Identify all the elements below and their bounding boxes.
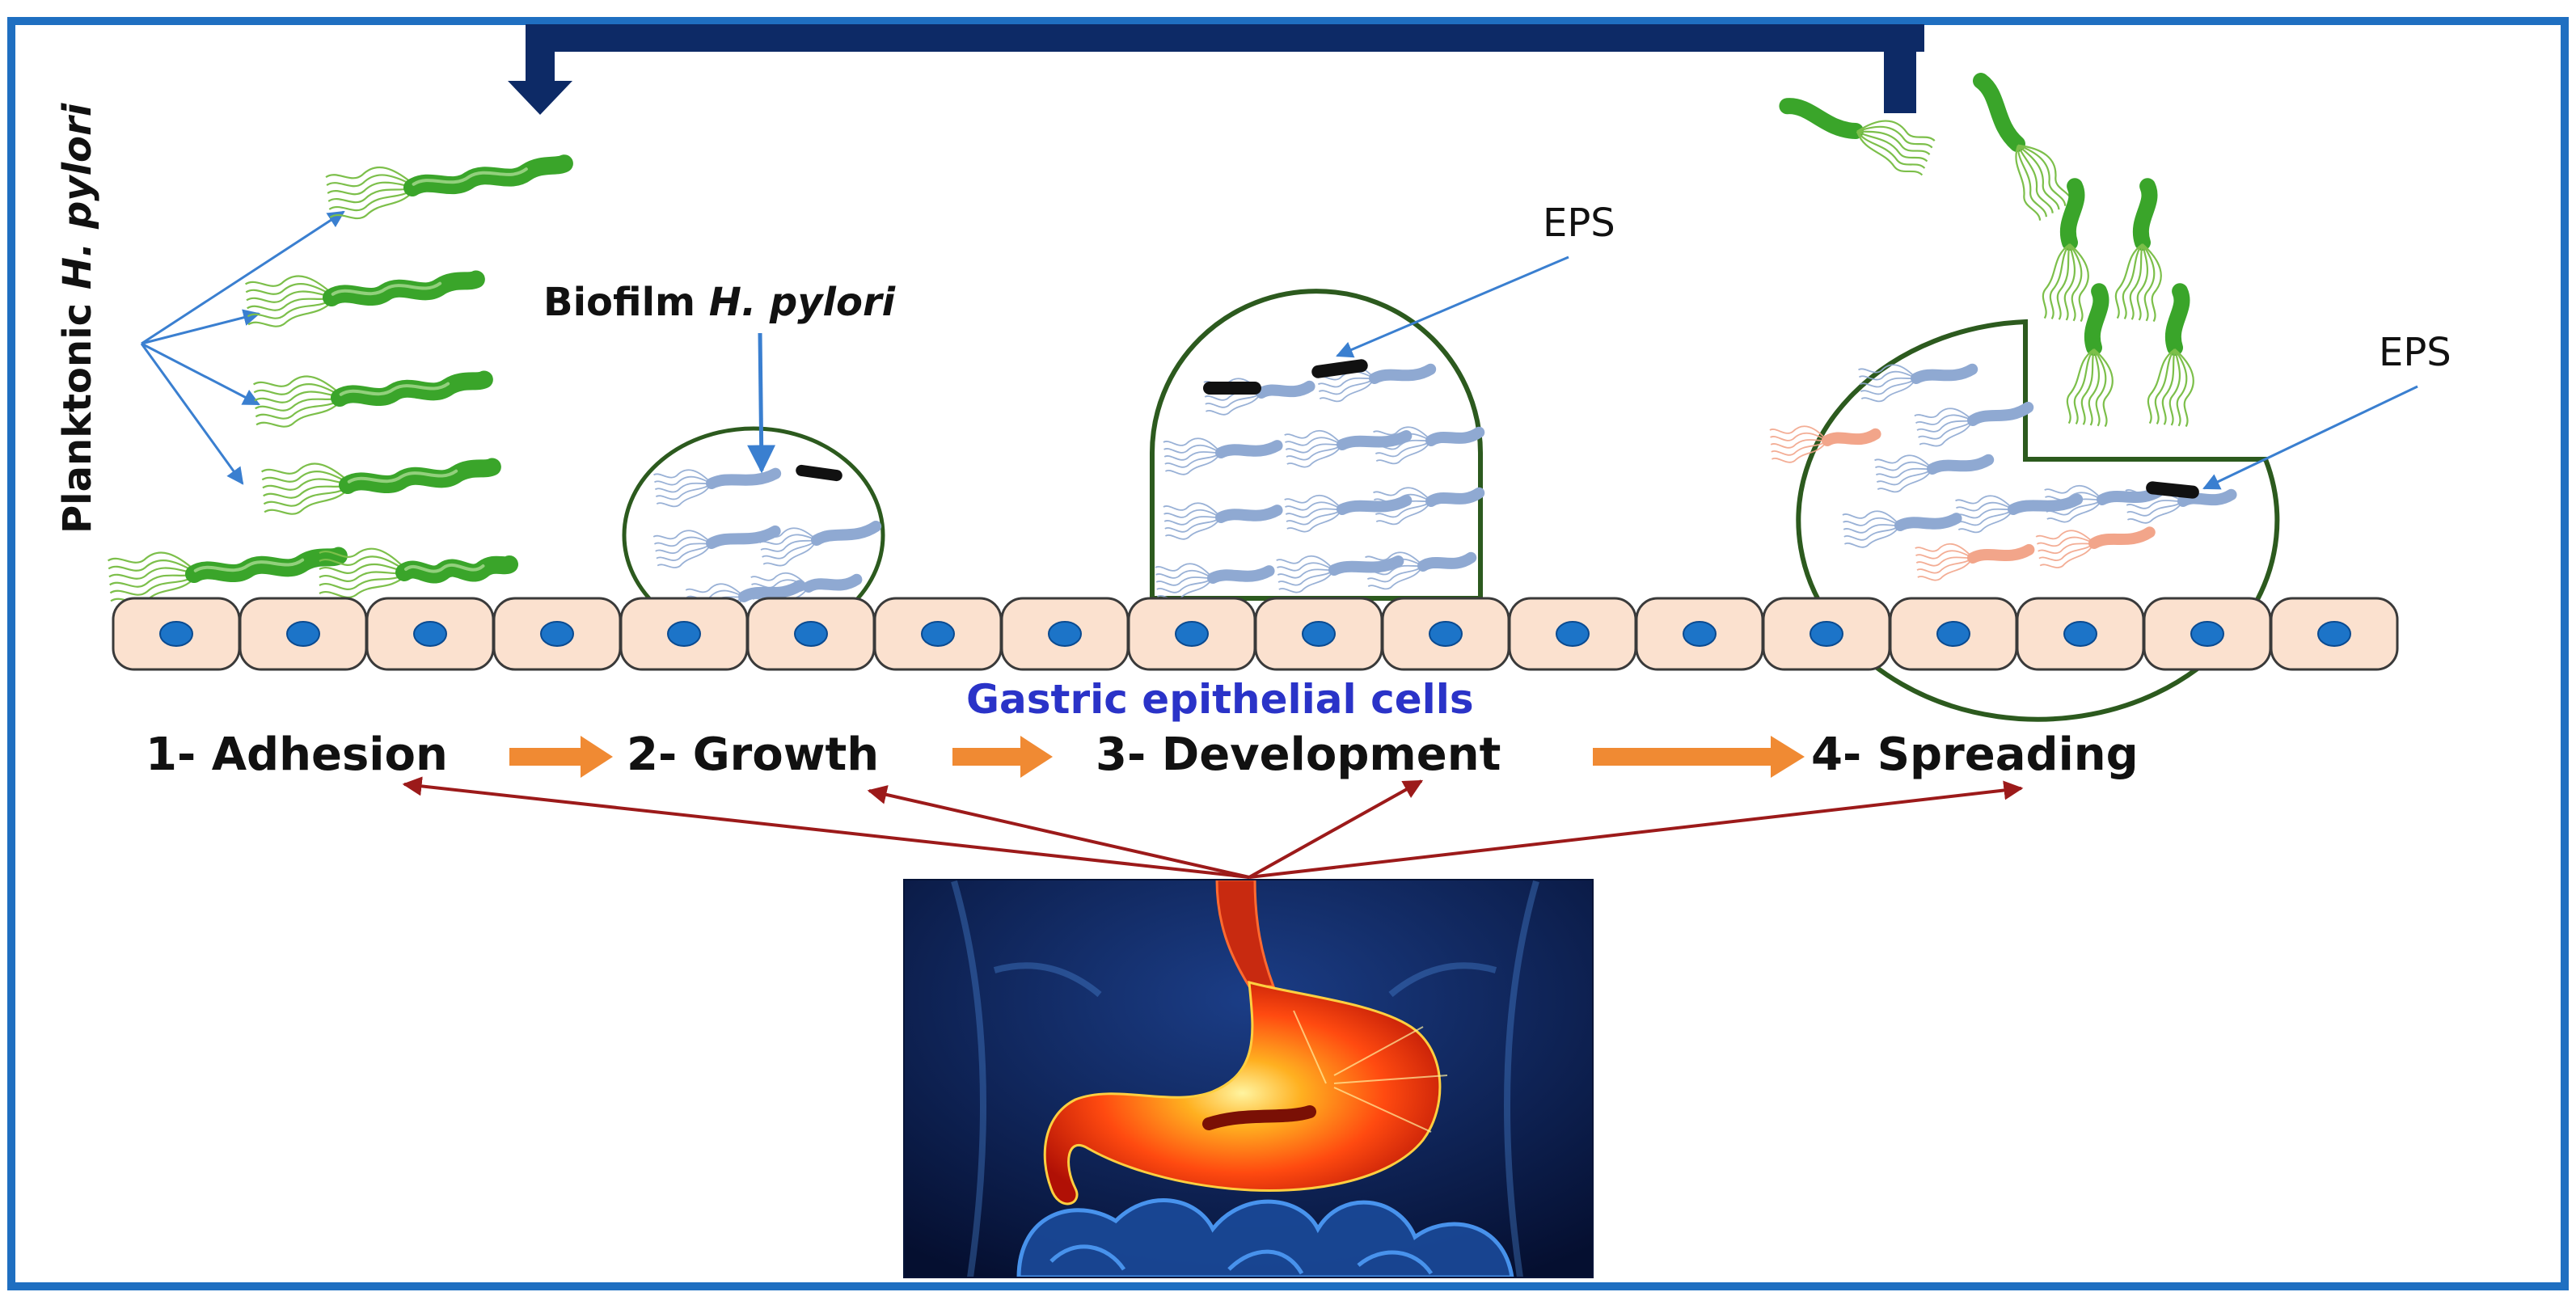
eps-label-development: EPS: [1543, 201, 1615, 246]
cell-nucleus-icon: [1936, 621, 1970, 647]
dispersing-bacterium: [2066, 283, 2114, 428]
stage-label-adhesion: 1- Adhesion: [146, 728, 448, 781]
dispersing-bacterium: [2114, 178, 2162, 323]
planktonic-bacterium: [319, 547, 518, 598]
planktonic-bacterium: [252, 370, 493, 428]
cell-nucleus-icon: [2063, 621, 2097, 647]
gastric-cells-label: Gastric epithelial cells: [966, 676, 1474, 723]
biofilm-bacterium: [1284, 494, 1413, 533]
development-biofilm-outline: [1150, 289, 1483, 601]
biofilm-bacterium: [1365, 551, 1477, 590]
eps-pointer-spreading: [2202, 385, 2418, 490]
cell-nucleus-icon: [286, 621, 320, 647]
cell-nucleus-icon: [1810, 621, 1843, 647]
cell-nucleus-icon: [667, 621, 701, 647]
stomach-ulcer-icon: [1202, 1105, 1316, 1130]
eps-marker-growth: [796, 464, 842, 482]
intestines-icon: [1016, 1198, 1514, 1277]
biofilm-bacterium: [1163, 502, 1283, 540]
planktonic-bacterium: [260, 458, 501, 515]
cell-nucleus-icon: [794, 621, 828, 647]
stage-arrows: [509, 736, 1805, 778]
development-biofilm-bacteria: [1155, 363, 1485, 601]
biofilm-bacterium: [1914, 401, 2034, 447]
cell-nucleus-icon: [1683, 621, 1717, 647]
biofilm-bacterium: [1842, 510, 1962, 548]
biofilm-bacterium: [1769, 425, 1881, 463]
stomach-arrows: [402, 776, 2024, 879]
planktonic-arrows: [140, 210, 345, 485]
biofilm-bacterium: [1955, 493, 2084, 534]
dispersing-bacterium: [1973, 73, 2073, 221]
cell-nucleus-icon: [2317, 621, 2351, 647]
stomach-glow-rays: [1293, 1010, 1448, 1133]
biofilm-bacterium: [758, 521, 882, 567]
cell-nucleus-icon: [540, 621, 574, 647]
planktonic-bacterium: [325, 154, 573, 220]
stage-label-development: 3- Development: [1096, 728, 1501, 781]
eps-marker-spreading: [2146, 481, 2199, 499]
esophagus-icon: [1215, 880, 1276, 988]
planktonic-bacterium: [244, 270, 485, 327]
eps-pointer-development: [1336, 255, 1569, 358]
biofilm-label-italic: H. pylori: [709, 280, 896, 325]
epithelial-cell-layer: [112, 597, 2399, 671]
biofilm-bacterium: [2035, 526, 2156, 568]
stage-arrow-3: [1593, 736, 1805, 778]
eps-marker-development-1: [1203, 382, 1261, 395]
development-biofilm: [1150, 289, 1485, 601]
spreading-biofilm-bacteria: [1769, 363, 2237, 581]
planktonic-label: Planktonic H. pylori: [55, 103, 100, 534]
biofilm-label-prefix: Biofilm: [543, 280, 709, 325]
stage-label-spreading: 4- Spreading: [1811, 728, 2139, 781]
biofilm-pointer: [747, 332, 776, 474]
cell-nucleus-icon: [921, 621, 955, 647]
biofilm-bacterium: [653, 467, 782, 508]
cell-nucleus-icon: [1302, 621, 1336, 647]
planktonic-label-italic: H. pylori: [55, 103, 100, 289]
stage-arrow-1: [509, 736, 613, 778]
dispersing-bacterium: [2042, 178, 2089, 323]
dispersing-bacteria-group: [1779, 73, 2194, 428]
cell-nucleus-icon: [1556, 621, 1590, 647]
planktonic-bacterium: [107, 547, 348, 604]
stomach-illustration: [904, 880, 1593, 1277]
cell-nucleus-icon: [1429, 621, 1463, 647]
biofilm-bacterium: [1874, 454, 1995, 493]
dispersing-bacterium: [1779, 98, 1936, 176]
biofilm-label: Biofilm H. pylori: [543, 280, 896, 325]
biofilm-bacterium: [1915, 543, 2035, 581]
eps-marker-development-2: [1311, 359, 1368, 378]
outer-frame: [7, 17, 2569, 1290]
stage-label-growth: 2- Growth: [627, 728, 879, 781]
eps-label-spreading: EPS: [2379, 330, 2451, 375]
cell-nucleus-icon: [2190, 621, 2224, 647]
biofilm-bacterium: [1373, 487, 1485, 526]
cell-nucleus-icon: [413, 621, 447, 647]
biofilm-bacterium: [1373, 426, 1485, 465]
stage-arrow-2: [952, 736, 1053, 778]
biofilm-bacterium: [1163, 437, 1283, 475]
body-outline-icon: [951, 880, 1539, 1277]
cell-nucleus-icon: [1048, 621, 1082, 647]
stomach-frame: [903, 879, 1594, 1278]
biofilm-bacterium: [652, 525, 781, 568]
cell-nucleus-icon: [159, 621, 193, 647]
biofilm-bacterium: [1858, 363, 1978, 403]
planktonic-label-prefix: Planktonic: [55, 289, 100, 534]
feedback-arrow: [508, 24, 1924, 115]
dispersing-bacterium: [2147, 283, 2194, 428]
cell-nucleus-icon: [1175, 621, 1209, 647]
stomach-icon: [1043, 980, 1442, 1206]
